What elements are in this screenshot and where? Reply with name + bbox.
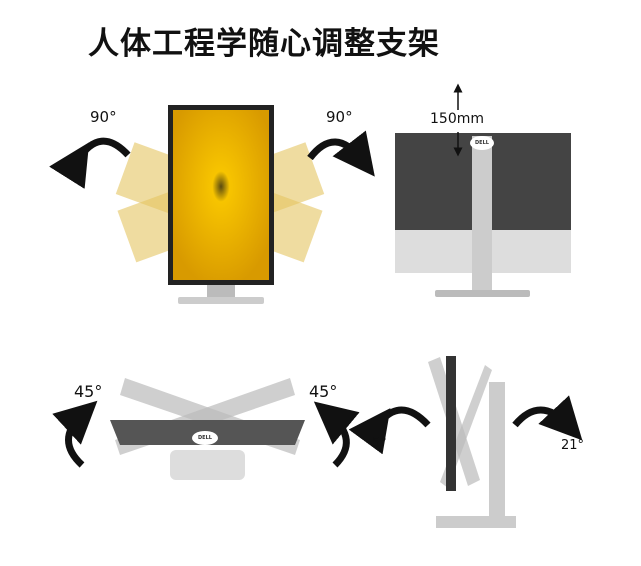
rotate-right-arrow-icon [307, 130, 375, 177]
swivel-right-arrow-icon [313, 401, 360, 468]
swivel-dell-logo [192, 431, 218, 445]
pivot-left-angle: 90° [90, 108, 117, 126]
swivel-dell-logo-text: DELL [198, 435, 212, 441]
swivel-right-angle: 45° [309, 382, 338, 401]
swivel-left-arrow-icon [52, 400, 98, 468]
height-travel: 150mm [430, 111, 484, 127]
dell-logo-text: DELL [475, 140, 489, 146]
tilt-forward-arrow-icon [348, 406, 431, 455]
dell-logo [470, 136, 494, 150]
monitor-screen [173, 110, 269, 280]
swivel-left-angle: 45° [74, 382, 103, 401]
rotate-left-arrow-icon [49, 137, 131, 189]
pivot-right-angle: 90° [326, 108, 353, 126]
tilt-back-angle: 21° [561, 438, 585, 453]
page-title: 人体工程学随心调整支架 [88, 26, 440, 62]
tilt-forward-angle: 5° [372, 436, 387, 451]
pivot-monitor [115, 105, 325, 304]
tilt-back-arrow-icon [512, 395, 583, 441]
